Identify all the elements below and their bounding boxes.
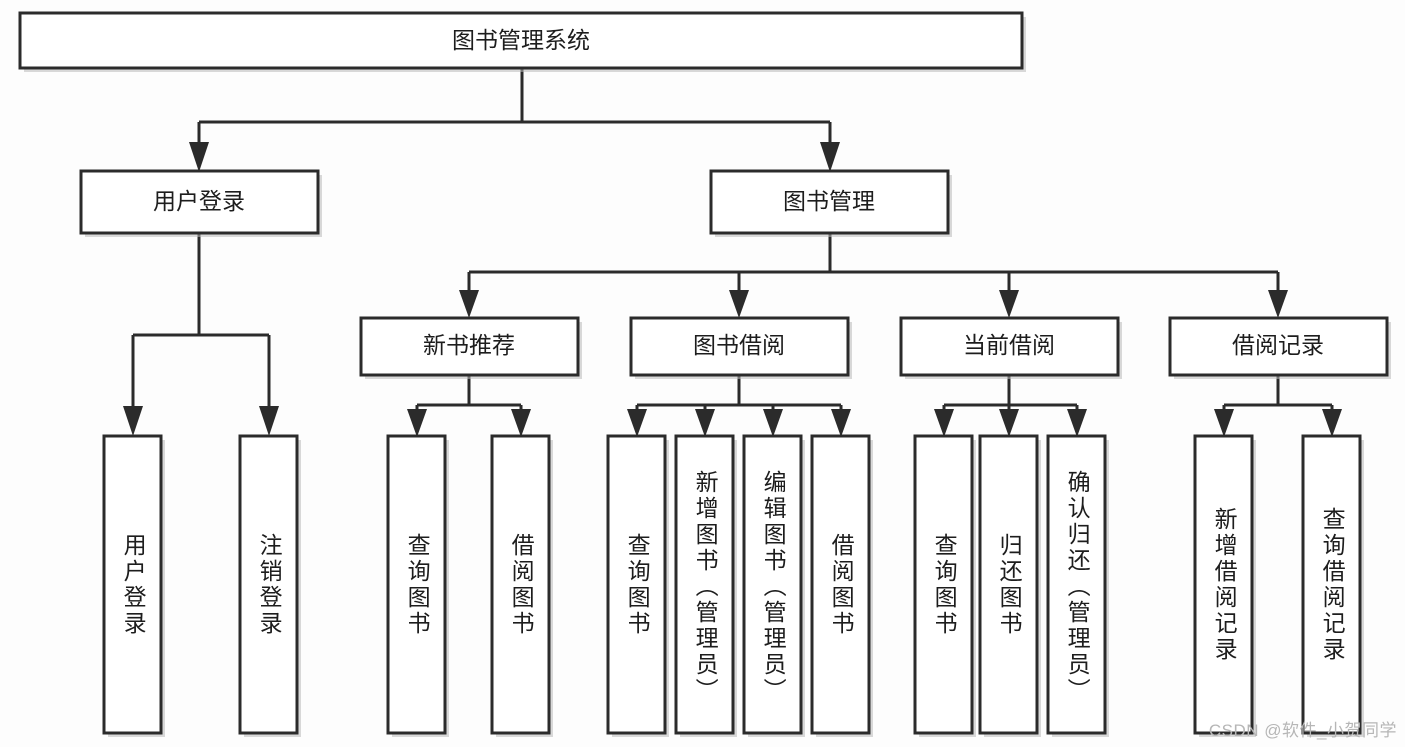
node-leaf-confirm-return-box[interactable]: [1046, 434, 1107, 735]
arrow-to-leaf-query-record: [1322, 409, 1342, 437]
node-book-borrow-box[interactable]: [629, 316, 850, 377]
node-leaf-add-record[interactable]: [1193, 434, 1256, 737]
node-leaf-query-book-2-box[interactable]: [606, 434, 667, 735]
node-book-manage-box[interactable]: [709, 169, 950, 235]
node-leaf-add-book[interactable]: [674, 434, 737, 737]
watermark: CSDN @软件_小贺同学: [1208, 721, 1397, 740]
node-leaf-borrow-book-2[interactable]: [810, 434, 873, 737]
arrow-to-leaf-confirm-return: [1067, 409, 1087, 437]
arrow-to-leaf-user-logout: [259, 406, 279, 436]
arrow-to-leaf-query-book-3: [934, 409, 954, 437]
node-root[interactable]: 图书管理系统: [18, 11, 1026, 72]
arrow-to-leaf-add-record: [1214, 409, 1234, 437]
node-borrow-record-box[interactable]: [1168, 316, 1389, 377]
node-leaf-user-logout[interactable]: [238, 434, 301, 737]
node-leaf-borrow-book-1[interactable]: [490, 434, 553, 737]
node-leaf-query-book-3[interactable]: [913, 434, 976, 737]
arrow-to-user-login: [189, 142, 209, 172]
arrow-to-leaf-add-book: [695, 409, 715, 437]
arrow-to-current-borrow: [999, 290, 1019, 318]
node-leaf-user-login-box[interactable]: [102, 434, 163, 735]
node-user-login[interactable]: 用户登录: [79, 169, 322, 237]
node-root-box[interactable]: [18, 11, 1024, 70]
node-book-borrow-label: 图书借阅: [693, 332, 785, 358]
node-borrow-record[interactable]: 借阅记录: [1168, 316, 1391, 379]
node-user-login-label: 用户登录: [153, 188, 245, 214]
arrow-to-leaf-borrow-book-2: [831, 409, 851, 437]
node-book-manage-label: 图书管理: [783, 188, 875, 214]
node-leaf-add-record-box[interactable]: [1193, 434, 1254, 735]
arrow-to-leaf-user-login: [123, 406, 143, 436]
node-leaf-query-book-1[interactable]: [386, 434, 449, 737]
node-leaf-query-book-3-box[interactable]: [913, 434, 974, 735]
node-current-borrow-label: 当前借阅: [963, 332, 1055, 358]
arrow-to-book-manage: [820, 142, 840, 172]
node-leaf-borrow-book-2-box[interactable]: [810, 434, 871, 735]
node-new-book-recommend-box[interactable]: [359, 316, 580, 377]
node-leaf-user-login[interactable]: [102, 434, 165, 737]
node-current-borrow-box[interactable]: [899, 316, 1120, 377]
arrow-to-borrow-record: [1268, 290, 1288, 318]
node-root-label: 图书管理系统: [452, 27, 590, 53]
node-leaf-return-book-box[interactable]: [978, 434, 1039, 735]
node-book-borrow[interactable]: 图书借阅: [629, 316, 852, 379]
node-leaf-query-book-2[interactable]: [606, 434, 669, 737]
node-leaf-return-book[interactable]: [978, 434, 1041, 737]
node-leaf-add-book-box[interactable]: [674, 434, 735, 735]
node-borrow-record-label: 借阅记录: [1232, 332, 1324, 358]
node-new-book-recommend-label: 新书推荐: [423, 332, 515, 358]
arrow-to-new-book-recommend: [459, 290, 479, 318]
arrow-to-leaf-return-book: [999, 409, 1019, 437]
arrow-to-leaf-borrow-book-1: [511, 409, 531, 437]
arrow-to-leaf-query-book-2: [627, 409, 647, 437]
arrow-to-book-borrow: [729, 290, 749, 318]
node-new-book-recommend[interactable]: 新书推荐: [359, 316, 582, 379]
arrow-to-leaf-query-book-1: [407, 409, 427, 437]
node-leaf-edit-book[interactable]: [742, 434, 805, 737]
node-layer: 图书管理系统 用户登录 图书管理 新书推荐: [18, 11, 1391, 737]
node-leaf-query-record[interactable]: [1301, 434, 1364, 737]
arrow-to-leaf-edit-book: [763, 409, 783, 437]
node-book-manage[interactable]: 图书管理: [709, 169, 952, 237]
node-leaf-borrow-book-1-box[interactable]: [490, 434, 551, 735]
node-leaf-query-record-box[interactable]: [1301, 434, 1362, 735]
node-current-borrow[interactable]: 当前借阅: [899, 316, 1122, 379]
node-leaf-user-logout-box[interactable]: [238, 434, 299, 735]
node-leaf-query-book-1-box[interactable]: [386, 434, 447, 735]
arrow-head-layer: [123, 142, 1342, 437]
node-leaf-confirm-return[interactable]: [1046, 434, 1109, 737]
node-leaf-edit-book-box[interactable]: [742, 434, 803, 735]
node-user-login-box[interactable]: [79, 169, 320, 235]
